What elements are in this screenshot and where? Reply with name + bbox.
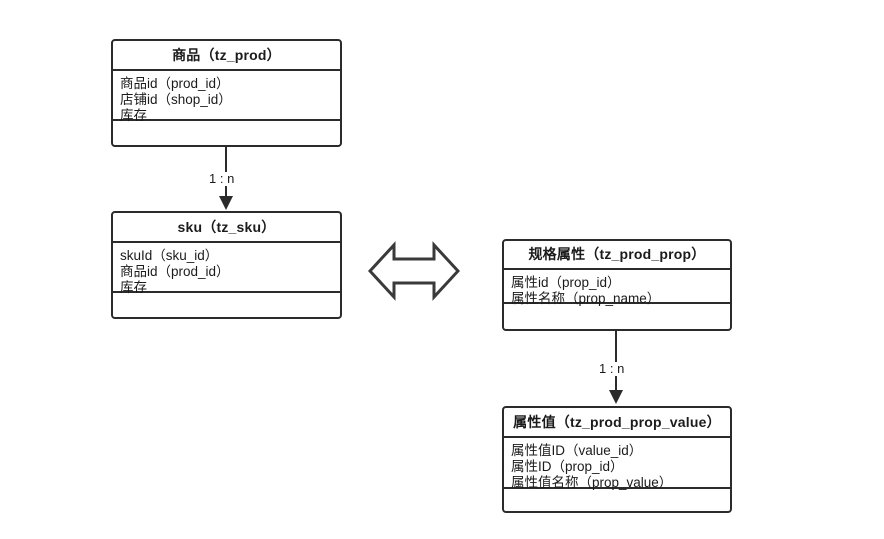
attribute-row: 属性名称（prop_name） bbox=[511, 291, 661, 306]
attribute-row: 属性值ID（value_id） bbox=[511, 443, 643, 458]
attribute-row: skuId（sku_id） bbox=[120, 248, 219, 263]
entity-attributes-tz-prod-prop: 属性id（prop_id） 属性名称（prop_name） bbox=[504, 270, 730, 306]
attribute-row: 商品id（prod_id） bbox=[120, 264, 230, 279]
entity-tz-sku[interactable]: sku（tz_sku） skuId（sku_id） 商品id（prod_id） … bbox=[111, 211, 342, 319]
relation-prod-to-sku: 1 : n bbox=[200, 147, 260, 211]
attribute-row: 商品id（prod_id） bbox=[120, 76, 230, 91]
entity-tz-prod-prop-value[interactable]: 属性值（tz_prod_prop_value） 属性值ID（value_id） … bbox=[502, 406, 732, 513]
relation-prop-to-prop-value: 1 : n bbox=[590, 331, 650, 407]
relation-label: 1 : n bbox=[596, 362, 628, 376]
entity-attributes-tz-sku: skuId（sku_id） 商品id（prod_id） 库存 bbox=[113, 243, 340, 295]
attribute-row: 库存 bbox=[120, 108, 147, 123]
entity-header-tz-prod-prop: 规格属性（tz_prod_prop） bbox=[504, 241, 730, 270]
entity-tz-prod[interactable]: 商品（tz_prod） 商品id（prod_id） 店铺id（shop_id） … bbox=[111, 39, 342, 147]
entity-header-tz-sku: sku（tz_sku） bbox=[113, 213, 340, 243]
entity-methods-tz-prod-prop bbox=[504, 304, 730, 329]
entity-methods-tz-prod-prop-value bbox=[504, 489, 730, 511]
attribute-row: 库存 bbox=[120, 280, 147, 295]
relation-arrowhead bbox=[609, 390, 623, 404]
attribute-row: 属性id（prop_id） bbox=[511, 275, 621, 290]
relation-label: 1 : n bbox=[206, 172, 238, 186]
entity-header-tz-prod: 商品（tz_prod） bbox=[113, 41, 340, 71]
attribute-row: 属性值名称（prop_value） bbox=[511, 475, 673, 490]
entity-attributes-tz-prod: 商品id（prod_id） 店铺id（shop_id） 库存 bbox=[113, 71, 340, 123]
entity-methods-tz-sku bbox=[113, 293, 340, 317]
attribute-row: 属性ID（prop_id） bbox=[511, 459, 624, 474]
attribute-row: 店铺id（shop_id） bbox=[120, 92, 232, 107]
entity-attributes-tz-prod-prop-value: 属性值ID（value_id） 属性ID（prop_id） 属性值名称（prop… bbox=[504, 438, 730, 490]
relation-arrowhead bbox=[219, 196, 233, 210]
entity-tz-prod-prop[interactable]: 规格属性（tz_prod_prop） 属性id（prop_id） 属性名称（pr… bbox=[502, 239, 732, 331]
entity-methods-tz-prod bbox=[113, 121, 340, 145]
entity-header-tz-prod-prop-value: 属性值（tz_prod_prop_value） bbox=[504, 408, 730, 438]
relation-line bbox=[615, 331, 617, 391]
double-headed-arrow-icon bbox=[367, 237, 461, 305]
